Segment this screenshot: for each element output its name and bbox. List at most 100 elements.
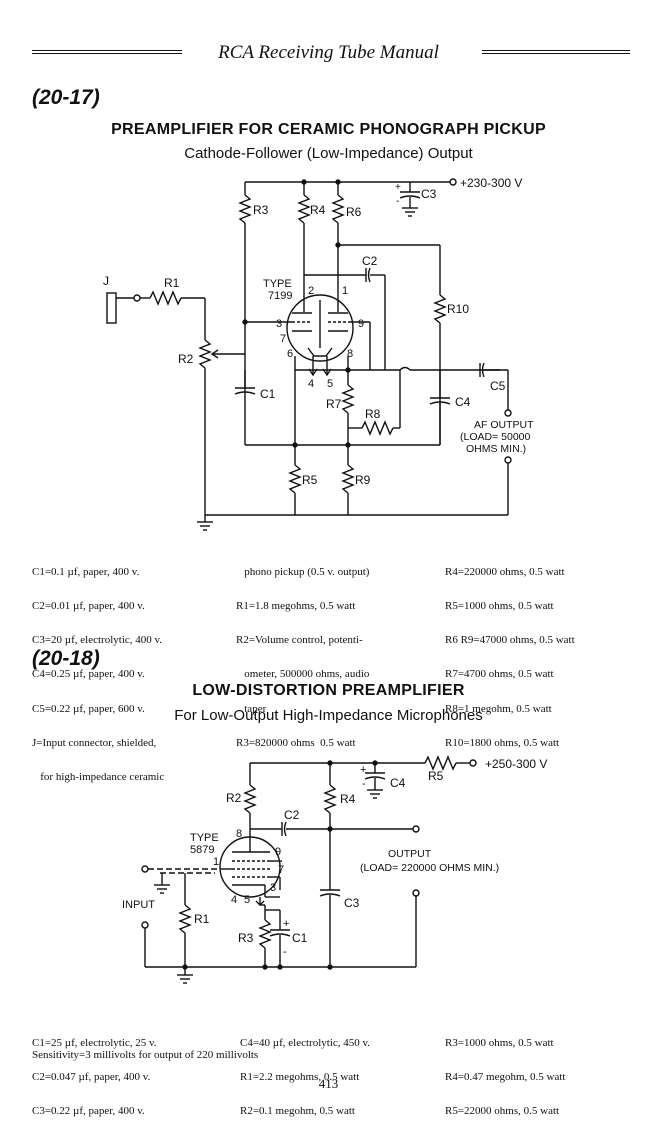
fig2-pin-1: 1: [213, 856, 219, 868]
header-rule-right: [482, 50, 630, 54]
fig2-supply-label: +250-300 V: [485, 757, 547, 771]
svg-text:+: +: [395, 182, 401, 193]
part-c3: C3=20 µf, electrolytic, 400 v.: [32, 634, 163, 647]
fig1-r1-label: R1: [164, 276, 180, 290]
fig1-r7-label: R7: [326, 397, 342, 411]
fig1-r3-label: R3: [253, 203, 269, 217]
fig1-pin-2: 2: [308, 285, 314, 297]
fig1-c1-label: C1: [260, 387, 276, 401]
fig1-supply-label: +230-300 V: [460, 176, 522, 190]
fig2-parts-col2: C4=40 µf, electrolytic, 450 v. R1=2.2 me…: [240, 1015, 370, 1129]
svg-text:+: +: [283, 918, 289, 930]
part-r8: R8=1 megohm, 0.5 watt: [445, 702, 552, 715]
fig2-c3-label: C3: [344, 896, 360, 910]
part2-r2: R2=0.1 megohm, 0.5 watt: [240, 1105, 355, 1118]
fig1-tube-envelope: [286, 294, 354, 362]
fig2-parts-col1: C1=25 µf, electrolytic, 25 v. C2=0.047 µ…: [32, 1015, 157, 1129]
part-r2: R2=Volume control, potenti-: [236, 634, 363, 647]
fig2-r4-label: R4: [340, 792, 356, 806]
part-j: J=Input connector, shielded,: [32, 736, 157, 749]
fig1-pin-1: 1: [342, 285, 348, 297]
figure2-subtitle: For Low-Output High-Impedance Microphone…: [174, 707, 483, 724]
fig2-c1-label: C1: [292, 931, 308, 945]
fig1-jack-label: J: [103, 274, 109, 288]
fig2-pin-8: 8: [236, 828, 242, 840]
fig1-pin-4: 4: [308, 378, 314, 390]
fig1-pin-8: 8: [347, 348, 353, 360]
fig1-parts-col3: R4=220000 ohms, 0.5 watt R5=1000 ohms, 0…: [445, 544, 575, 761]
fig1-pin-3: 3: [276, 318, 282, 330]
part2-c1: C1=25 µf, electrolytic, 25 v.: [32, 1036, 157, 1049]
svg-text:-: -: [362, 778, 366, 790]
header-rule-left: [32, 50, 182, 54]
fig1-c3-label: C3: [421, 187, 437, 201]
fig2-input-label: INPUT: [122, 899, 155, 911]
svg-text:+: +: [360, 764, 366, 776]
schematic-phono-preamp: +230-300 V + - C3 R3 R4 R6 R10 C2 TYPE 7…: [103, 176, 534, 531]
part-r6-r9: R6 R9=47000 ohms, 0.5 watt: [445, 634, 575, 647]
fig1-tube-type: TYPE: [263, 278, 292, 290]
svg-text:-: -: [396, 196, 399, 207]
part-r1: R1=1.8 megohms, 0.5 watt: [236, 600, 356, 613]
fig1-r5-resistor: [288, 464, 302, 494]
fig1-pin-9: 9: [358, 318, 364, 330]
part-r2-cont2: taper: [236, 702, 267, 715]
part2-c2: C2=0.047 µf, paper, 400 v.: [32, 1071, 151, 1084]
fig1-r9-resistor: [341, 464, 355, 494]
fig1-r6-resistor: [331, 194, 345, 224]
fig1-pin-7: 7: [280, 333, 286, 345]
fig2-pin-9: 9: [275, 846, 281, 858]
fig2-r5-resistor: [424, 755, 457, 771]
part-c2: C2=0.01 µf, paper, 400 v.: [32, 600, 145, 613]
fig1-pin-5: 5: [327, 378, 333, 390]
part2-r3: R3=1000 ohms, 0.5 watt: [445, 1036, 554, 1049]
page-number: 413: [318, 1076, 339, 1091]
fig2-pin-4: 4: [231, 894, 237, 906]
figure1-subtitle: Cathode-Follower (Low-Impedance) Output: [184, 145, 473, 162]
fig2-r2-resistor: [243, 784, 257, 814]
fig1-parts-col1: C1=0.1 µf, paper, 400 v. C2=0.01 µf, pap…: [32, 544, 164, 795]
fig2-c2-label: C2: [284, 808, 300, 822]
fig2-r1-resistor: [178, 904, 192, 934]
fig2-sensitivity: Sensitivity=3 millivolts for output of 2…: [32, 1049, 259, 1061]
fig1-load-line1: (LOAD= 50000: [460, 431, 530, 443]
fig2-tube-number: 5879: [190, 844, 214, 856]
part-r2-cont: ometer, 500000 ohms, audio: [236, 668, 370, 681]
fig1-input-jack: [106, 292, 117, 324]
part-r4: R4=220000 ohms, 0.5 watt: [445, 565, 565, 578]
fig1-r2-label: R2: [178, 352, 194, 366]
fig2-r4-resistor: [323, 784, 337, 814]
fig1-r10-label: R10: [447, 302, 469, 316]
fig1-c2-label: C2: [362, 254, 378, 268]
fig1-c3-capacitor: [399, 182, 421, 217]
fig2-output-label: OUTPUT: [388, 848, 432, 860]
part2-c4: C4=40 µf, electrolytic, 450 v.: [240, 1036, 371, 1049]
fig2-parts-col3: R3=1000 ohms, 0.5 watt R4=0.47 megohm, 0…: [445, 1015, 565, 1129]
part2-r1: R1=2.2 megohms, 0.5 watt: [240, 1071, 360, 1084]
part-r3: R3=820000 ohms 0.5 watt: [236, 736, 356, 749]
fig2-r3-resistor: [258, 919, 272, 949]
part2-r4: R4=0.47 megohm, 0.5 watt: [445, 1071, 566, 1084]
fig2-c4-label: C4: [390, 776, 406, 790]
fig1-r4-resistor: [297, 194, 311, 224]
part-r10: R10=1800 ohms, 0.5 watt: [445, 736, 560, 749]
fig2-r1-label: R1: [194, 912, 210, 926]
fig2-tube-type: TYPE: [190, 832, 219, 844]
part-c5: C5=0.22 µf, paper, 600 v.: [32, 702, 145, 715]
fig1-c5-label: C5: [490, 379, 506, 393]
fig2-r5-label: R5: [428, 769, 444, 783]
fig1-r3-resistor: [238, 194, 252, 224]
fig2-load-label: (LOAD= 220000 OHMS MIN.): [360, 862, 499, 874]
fig1-r9-label: R9: [355, 473, 371, 487]
fig1-r8-label: R8: [365, 407, 381, 421]
fig1-r6-label: R6: [346, 205, 362, 219]
figure1-title: PREAMPLIFIER FOR CERAMIC PHONOGRAPH PICK…: [111, 121, 546, 138]
part-r5: R5=1000 ohms, 0.5 watt: [445, 600, 554, 613]
figure2-title: LOW-DISTORTION PREAMPLIFIER: [192, 682, 465, 699]
fig1-pin-6: 6: [287, 348, 293, 360]
part-j-cont: for high-impedance ceramic: [32, 771, 165, 784]
part-j-cont2: phono pickup (0.5 v. output): [236, 565, 370, 578]
fig1-r7-resistor: [341, 384, 355, 414]
fig1-r5-label: R5: [302, 473, 318, 487]
fig1-c4-label: C4: [455, 395, 471, 409]
